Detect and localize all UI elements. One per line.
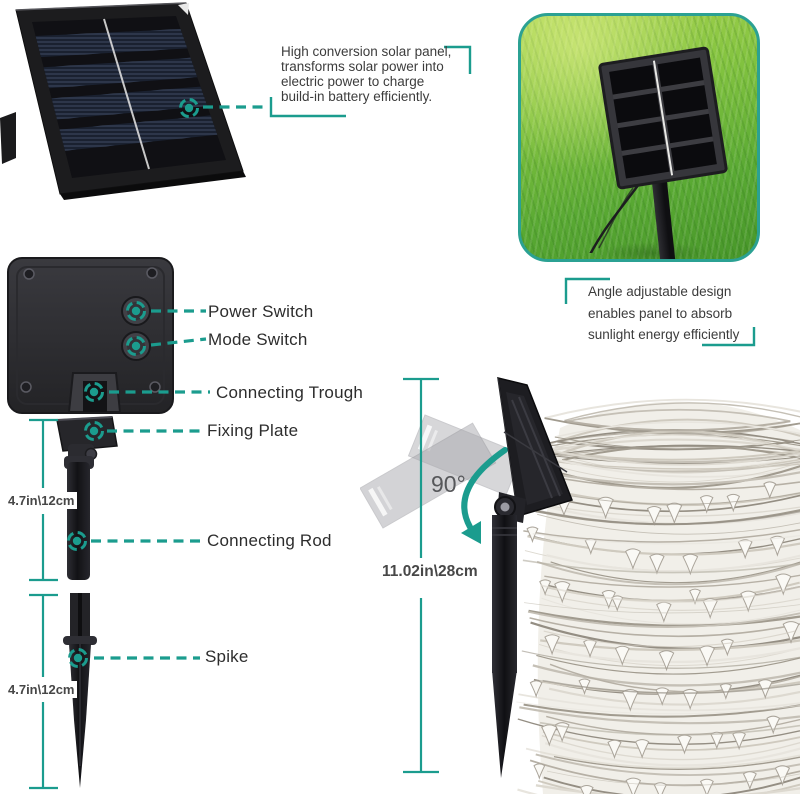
photo-panel-shadow <box>599 242 709 259</box>
spike-dimension: 4.7in\12cm <box>6 681 77 698</box>
solar-panel-back-illustration <box>7 257 174 788</box>
fixing-plate-label: Fixing Plate <box>207 421 299 440</box>
string-lights-coil-illustration <box>509 398 800 794</box>
stake-dimension: 11.02in\28cm <box>380 562 480 582</box>
connecting-rod-label: Connecting Rod <box>207 531 332 550</box>
angle-adjust-illustration <box>360 377 573 778</box>
solar-panel-front-illustration <box>0 2 246 200</box>
spike-label: Spike <box>205 647 249 666</box>
feature-solar-text: High conversion solar panel, transforms … <box>281 44 452 104</box>
connecting-trough-part <box>67 372 122 413</box>
photo-solar-panel <box>597 46 729 190</box>
mode-switch-label: Mode Switch <box>208 330 308 349</box>
corner-screws <box>20 267 161 393</box>
rotation-arrow <box>461 447 508 544</box>
spike-part <box>63 593 97 788</box>
connecting-rod-part <box>64 456 94 580</box>
rotation-angle-value: 90° <box>431 471 466 497</box>
ground-stake <box>492 515 517 778</box>
feature-angle-text: Angle adjustable design enables panel to… <box>588 284 740 342</box>
rod-dimension: 4.7in\12cm <box>6 492 77 509</box>
mode-switch-button <box>121 331 151 361</box>
grass-photo <box>518 13 760 262</box>
panel-side-tab <box>0 112 16 164</box>
power-switch-button <box>121 296 151 326</box>
photo-wire <box>589 183 641 253</box>
power-switch-label: Power Switch <box>208 302 314 321</box>
connecting-trough-label: Connecting Trough <box>216 383 364 402</box>
